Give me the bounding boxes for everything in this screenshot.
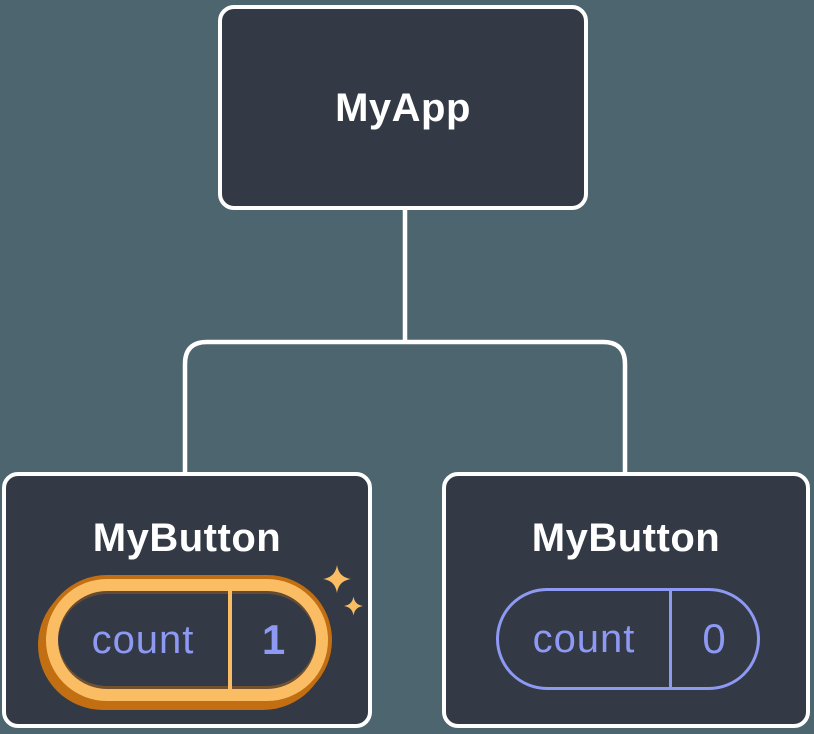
component-node-child-plain: MyButton count 0 [442,472,810,728]
state-value-cell: 0 [672,591,757,687]
connector-branch [182,339,628,474]
state-label-cell: count [499,591,669,687]
state-pill-divider [228,591,232,689]
state-value: 0 [702,615,727,662]
component-node-root: MyApp [218,5,588,210]
state-label-cell: count [58,591,228,689]
state-value: 1 [261,616,287,663]
state-pill-divider [669,591,672,687]
state-pill-updated: count 1 [46,579,328,701]
component-node-child-updated: MyButton count 1 [2,472,372,728]
state-label: count [91,617,195,662]
sparkle-icon-small [344,596,363,616]
state-pill-plain: count 0 [496,588,760,690]
state-value-cell: 1 [232,591,316,689]
component-name-child-2: MyButton [531,516,721,560]
component-name-root: MyApp [335,85,471,130]
component-name-child-1: MyButton [92,516,282,560]
sparkle-icon [323,565,351,593]
state-label: count [532,616,636,661]
